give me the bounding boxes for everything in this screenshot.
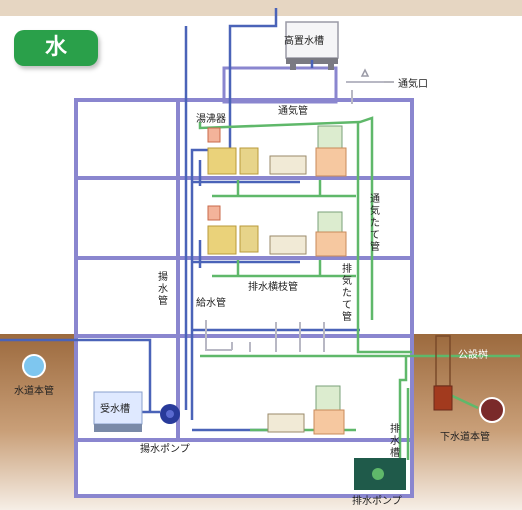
vent-port-label: 通気口: [398, 77, 428, 90]
water-main-icon: [22, 354, 46, 378]
supply-pipe-label: 給水管: [196, 296, 226, 309]
receiving-tank: [93, 391, 143, 432]
fixtures-floor3: [207, 125, 347, 177]
drain-tank-char: 排: [390, 422, 400, 435]
high-tank-label: 高置水槽: [284, 34, 324, 47]
vent-riser-char: 通: [370, 193, 380, 205]
vent-riser-char: て: [370, 230, 380, 241]
drain-vent-char: て: [342, 300, 352, 311]
sewer-main-icon: [479, 397, 505, 423]
drain-vent-char: 管: [342, 310, 352, 323]
water-main-label: 水道本管: [14, 384, 54, 397]
pumping-pipe-char: 揚: [158, 270, 168, 283]
pump-icon: [160, 404, 180, 424]
water-heater-label: 湯沸器: [196, 112, 226, 125]
building-frame: [74, 98, 414, 498]
public-basin-label: 公設桝: [458, 348, 488, 361]
drain-tank: [354, 458, 406, 490]
water-badge: 水: [14, 30, 98, 66]
top-band: [0, 0, 522, 16]
drain-branch-label: 排水横枝管: [248, 280, 298, 293]
building-interior: [76, 100, 412, 340]
pump-label: 揚水ポンプ: [140, 442, 190, 455]
drain-vent-char: 気: [342, 274, 352, 287]
vent-cap: [360, 68, 394, 83]
drain-pump-label: 排水ポンプ: [352, 494, 402, 507]
public-basin: [433, 335, 453, 411]
vent-pipe-label: 通気管: [278, 104, 308, 117]
pumping-pipe-char: 管: [158, 294, 168, 307]
vent-riser-char: 管: [370, 240, 380, 253]
receiving-tank-label: 受水槽: [100, 402, 130, 415]
drain-tank-char: 水: [390, 435, 400, 447]
pumping-pipe-char: 水: [158, 283, 168, 295]
fixtures-floor2: [207, 205, 347, 257]
drain-tank-char: 槽: [390, 446, 400, 459]
drain-vent-char: た: [342, 287, 352, 299]
vent-pipes: [205, 81, 384, 352]
sewer-main-label: 下水道本管: [440, 430, 490, 443]
drain-vent-char: 排: [342, 262, 352, 275]
roof-structure: [222, 66, 338, 104]
vent-riser-char: 気: [370, 204, 380, 217]
water-badge-text: 水: [44, 35, 67, 60]
vent-riser-char: た: [370, 217, 380, 229]
fixtures-floor1: [267, 385, 345, 435]
